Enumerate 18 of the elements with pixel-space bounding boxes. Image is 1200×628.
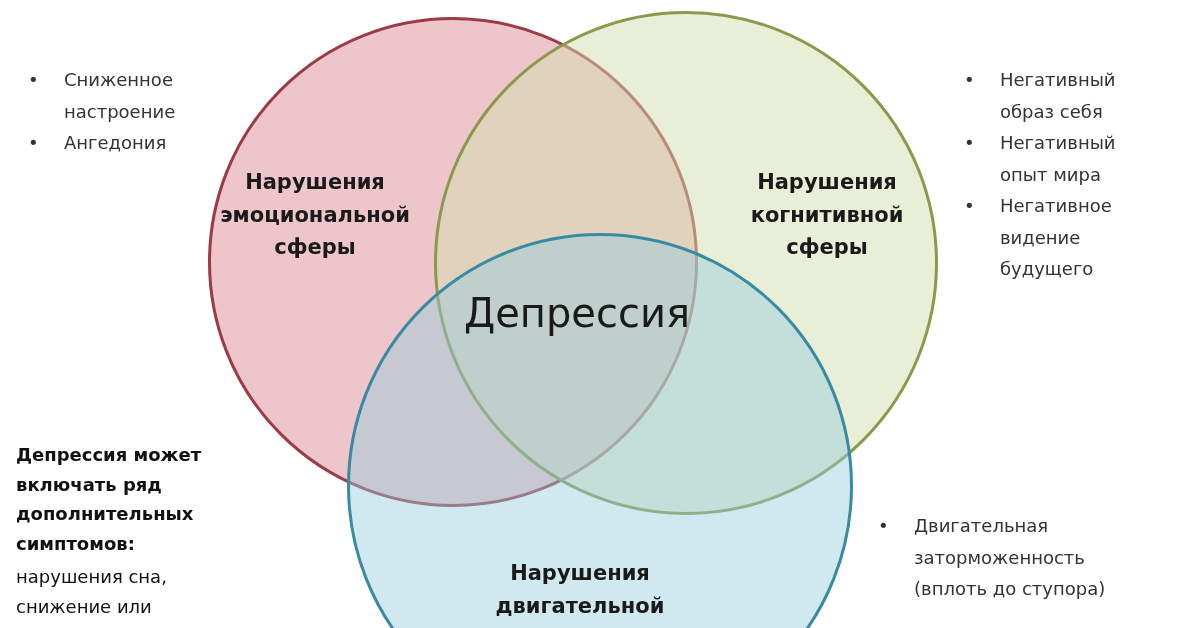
bullet: •: [963, 131, 976, 155]
bullet-text: Негативное видение будущего: [1000, 194, 1113, 281]
center-label: Депрессия: [463, 290, 691, 336]
bullet: •: [27, 68, 40, 92]
note-text: нарушения сна, снижение или: [16, 565, 168, 619]
bullet: •: [27, 131, 40, 155]
bullet: •: [963, 68, 976, 92]
bullet-text: Негативный опыт мира: [1000, 131, 1117, 187]
bullet-text: Негативный образ себя: [1000, 68, 1117, 124]
circle-label: Нарушения когнитивной сферы: [749, 169, 905, 262]
bullet-text: Двигательная заторможенность (вплоть до ступора): [914, 514, 1107, 601]
circle-label: Нарушения эмоциональной сферы: [219, 169, 411, 262]
note-heading: Депрессия может включать ряд дополнительных симптомов:: [16, 443, 203, 557]
bullet-text: Ангедония: [64, 131, 168, 155]
bullet: •: [877, 514, 890, 538]
bullet-text: Сниженное настроение: [64, 68, 177, 124]
circle-label: Нарушения двигательной: [494, 560, 666, 620]
bullet: •: [963, 194, 976, 218]
